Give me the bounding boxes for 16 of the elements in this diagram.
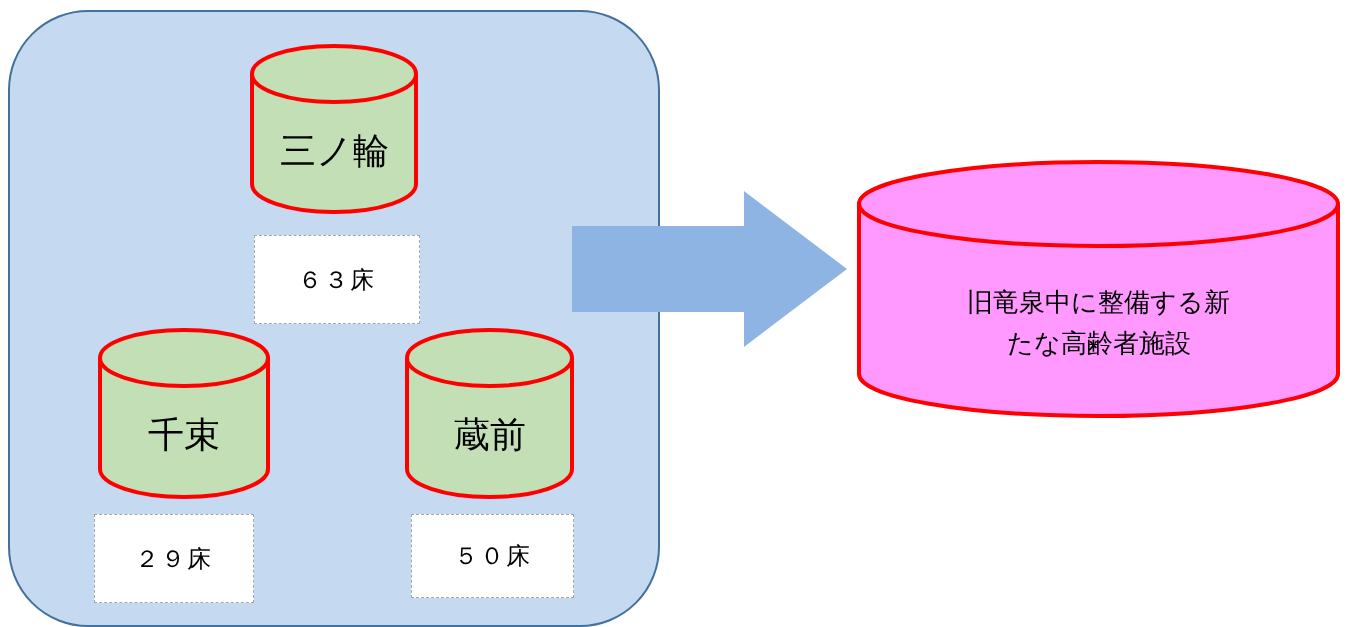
label-text: ２９床 [135,543,213,575]
label-text: ６３床 [298,264,376,296]
bed-count-box [254,235,420,324]
facility-cylinder [98,328,270,499]
label-text: 蔵前 [453,413,526,458]
label-text: 旧竜泉中に整備する新たな高齢者施設 [966,286,1231,360]
group-panel [8,10,660,627]
label-text: 三ノ輪 [279,128,389,173]
label-text: 千束 [148,413,220,458]
label-text: ５０床 [453,541,532,572]
bed-count-box [411,514,574,598]
facility-cylinder [250,44,418,214]
facility-cylinder [405,328,574,499]
facility-cylinder [857,160,1340,418]
block-arrow [572,191,847,347]
bed-count-box [94,514,254,603]
